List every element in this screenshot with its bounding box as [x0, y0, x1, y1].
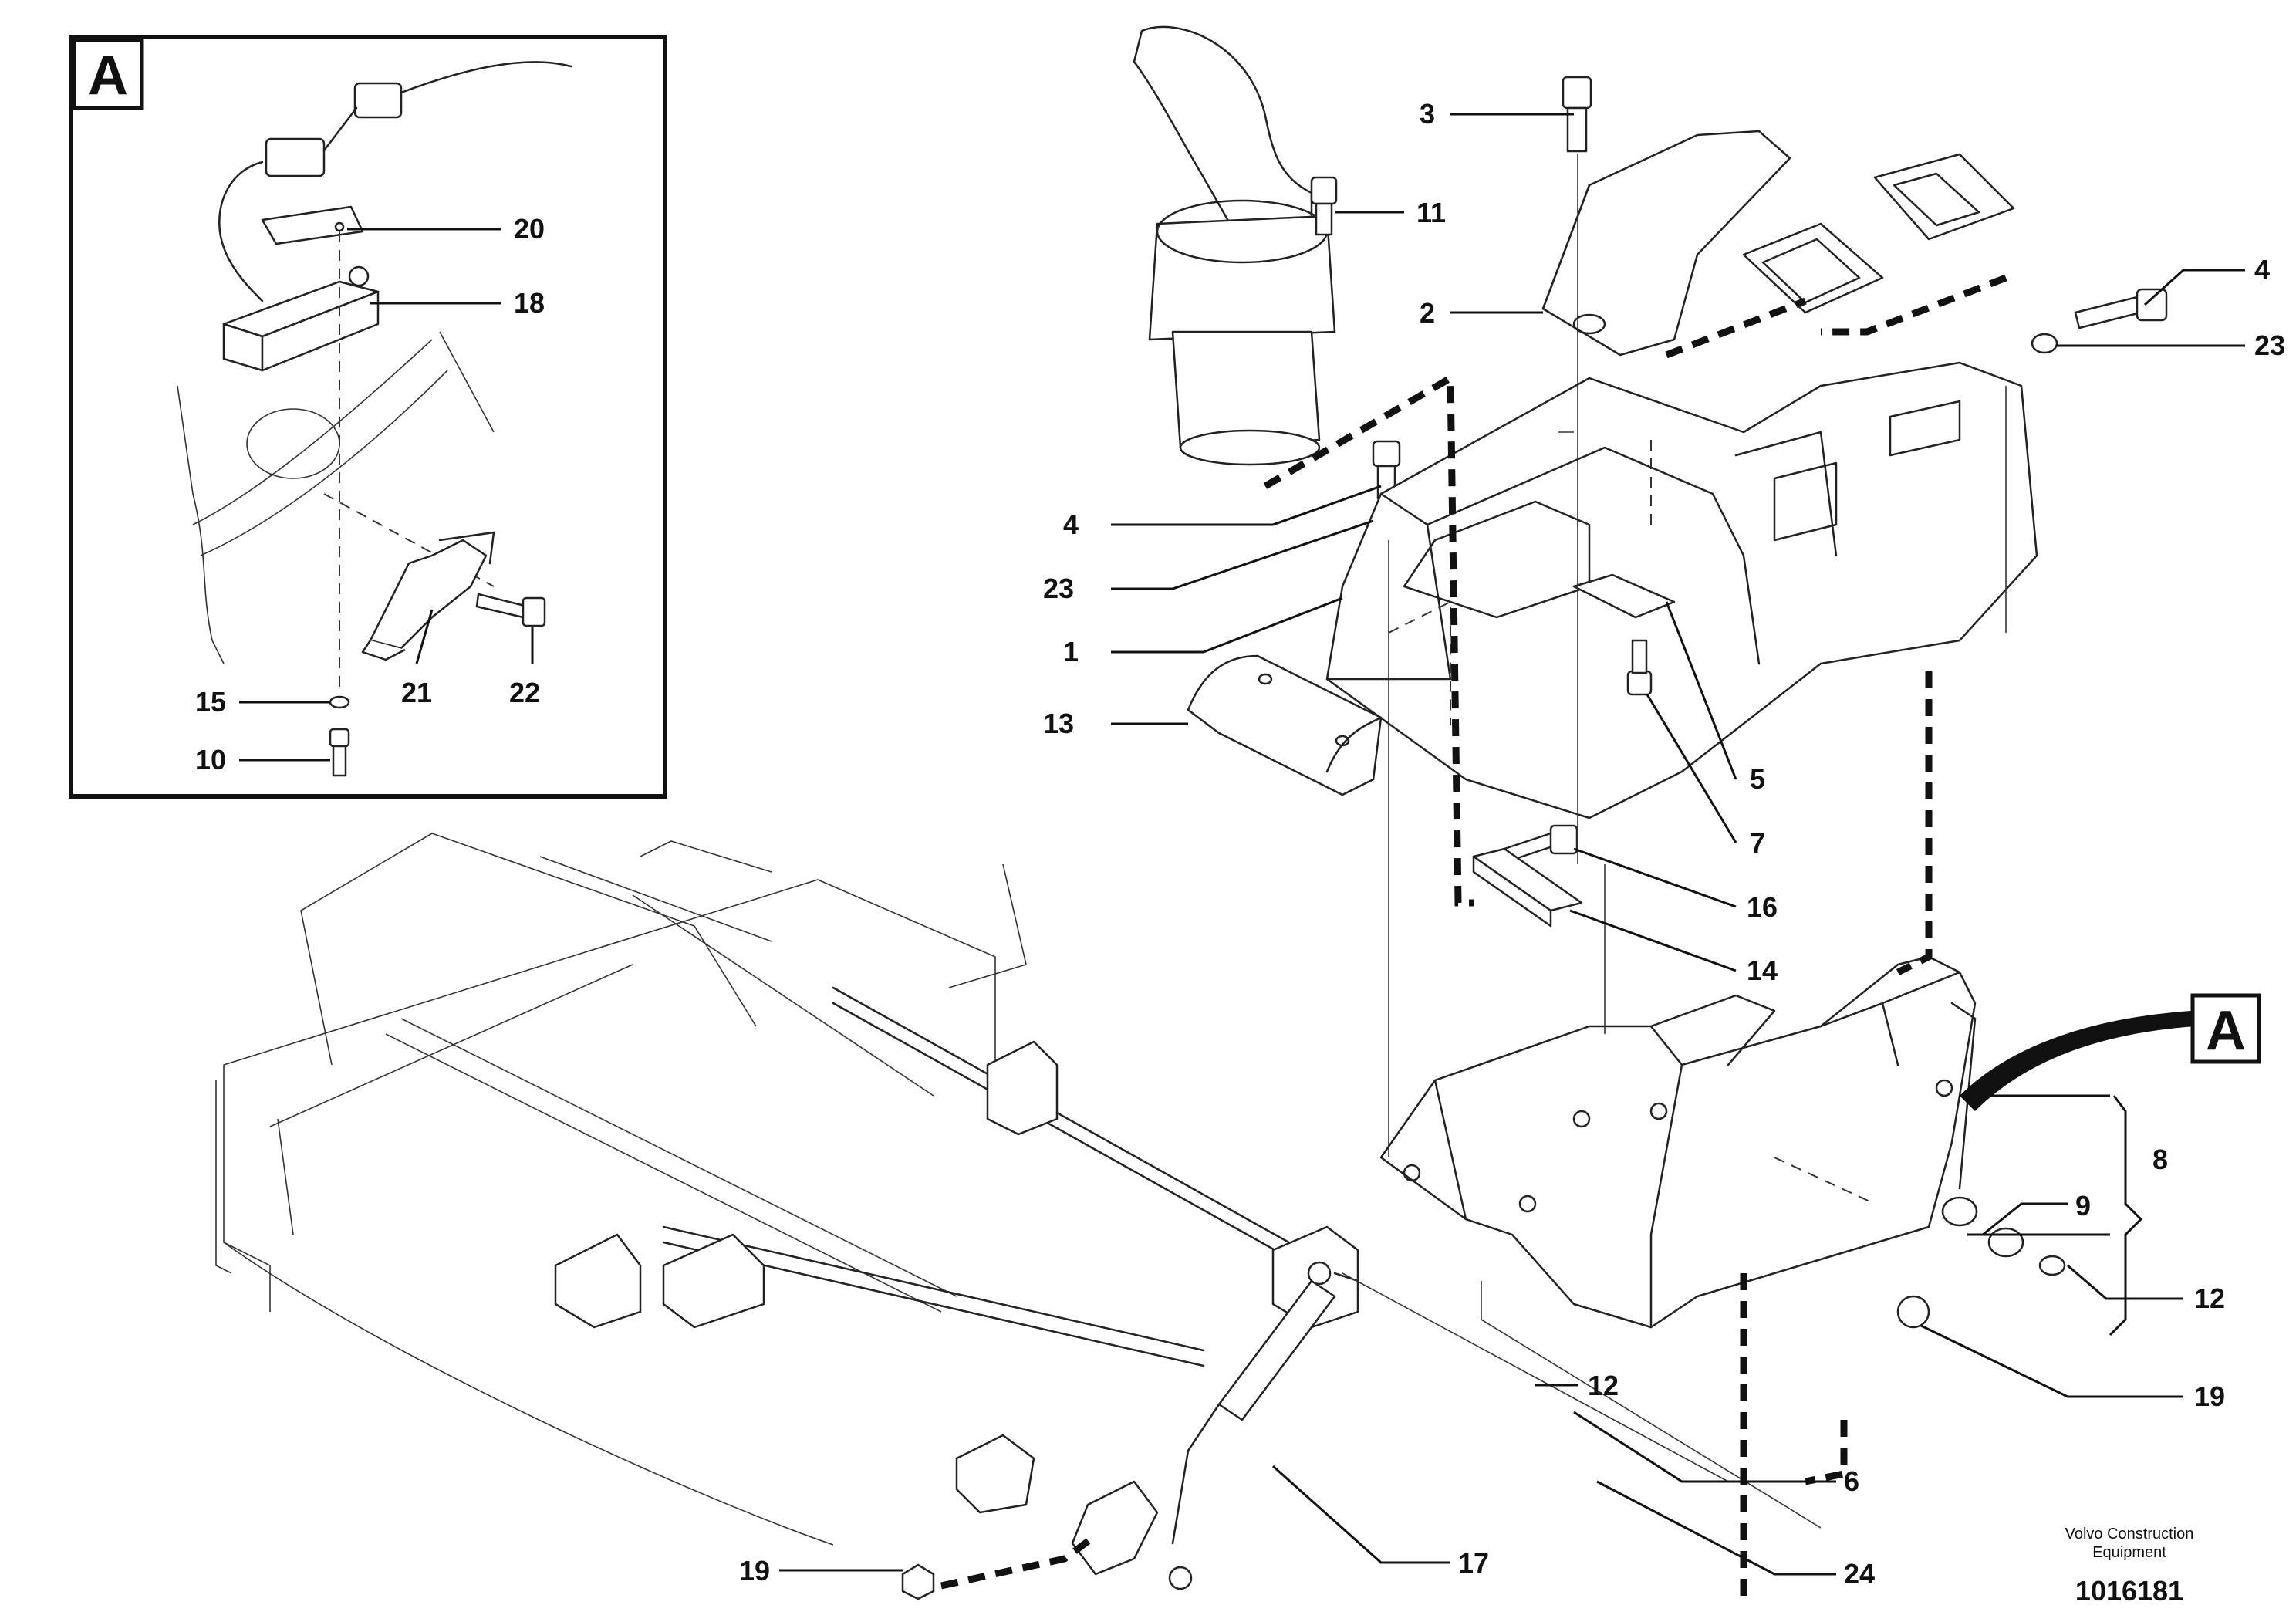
- switch-panel-icon: [1742, 153, 2015, 314]
- document-number: 1016181: [2075, 1575, 2183, 1607]
- label-12-right: 12: [2194, 1282, 2225, 1314]
- label-14: 14: [1747, 955, 1778, 986]
- label-2: 2: [1420, 297, 1435, 329]
- bolt-icon: [1503, 824, 1578, 863]
- assembly-lines: [1342, 154, 2007, 1529]
- nut-icon: [901, 1563, 935, 1600]
- inset-detail-a: A: [69, 35, 667, 799]
- inset-letter: A: [88, 45, 128, 106]
- plate-icon: [1572, 573, 1676, 619]
- label-10: 10: [195, 744, 226, 776]
- detail-a-callout: A: [1960, 993, 2261, 1111]
- bolt-icon: [2074, 288, 2168, 329]
- washer-icon: [329, 695, 350, 709]
- label-7: 7: [1750, 827, 1765, 859]
- callout-letter: A: [2206, 1000, 2246, 1062]
- label-24: 24: [1844, 1558, 1875, 1590]
- label-17: 17: [1458, 1547, 1489, 1579]
- armrest-cover-icon: [1541, 130, 1791, 357]
- shaft-icon: [554, 986, 1359, 1576]
- washer-icon: [2031, 333, 2058, 354]
- label-16: 16: [1747, 891, 1778, 923]
- label-22: 22: [509, 677, 540, 708]
- bolt-icon: [1626, 639, 1653, 696]
- frame-icon: [215, 833, 1027, 1546]
- bolt-icon: [329, 728, 350, 777]
- label-3: 3: [1420, 98, 1435, 130]
- label-23-right: 23: [2254, 329, 2285, 361]
- gas-spring-icon: [1168, 1261, 1359, 1590]
- label-1: 1: [1063, 636, 1079, 667]
- label-6: 6: [1844, 1465, 1859, 1497]
- bolt-icon: [1310, 176, 1338, 236]
- credit-line-2: Equipment: [2092, 1544, 2166, 1561]
- label-20: 20: [514, 213, 545, 245]
- label-21: 21: [401, 677, 432, 708]
- leader-lines: [779, 113, 2245, 1576]
- label-4-right: 4: [2254, 254, 2270, 286]
- label-11: 11: [1416, 197, 1446, 228]
- label-12-lower: 12: [1588, 1370, 1619, 1401]
- label-19-right: 19: [2194, 1380, 2225, 1412]
- console-base-icon: [1379, 955, 1977, 1329]
- label-8: 8: [2152, 1144, 2168, 1175]
- label-18: 18: [514, 287, 545, 319]
- bolt-icon: [1562, 76, 1592, 153]
- joystick-icon: [1133, 25, 1336, 466]
- credit-line-1: Volvo Construction: [2065, 1526, 2194, 1543]
- label-4-left: 4: [1063, 509, 1079, 540]
- armrest-pad-icon: [1187, 654, 1383, 796]
- label-9: 9: [2075, 1190, 2091, 1222]
- label-5: 5: [1750, 763, 1765, 795]
- bolt-icon: [475, 593, 546, 627]
- label-19-left: 19: [739, 1555, 770, 1587]
- harness-dashes: [940, 274, 2007, 1605]
- label-15: 15: [195, 686, 226, 718]
- label-13: 13: [1043, 708, 1074, 739]
- plate-icon: [261, 205, 364, 245]
- label-23-left: 23: [1043, 573, 1074, 604]
- connector-icon: [218, 61, 572, 302]
- console-housing-icon: [1325, 361, 2038, 819]
- bracket-icon: [361, 531, 495, 661]
